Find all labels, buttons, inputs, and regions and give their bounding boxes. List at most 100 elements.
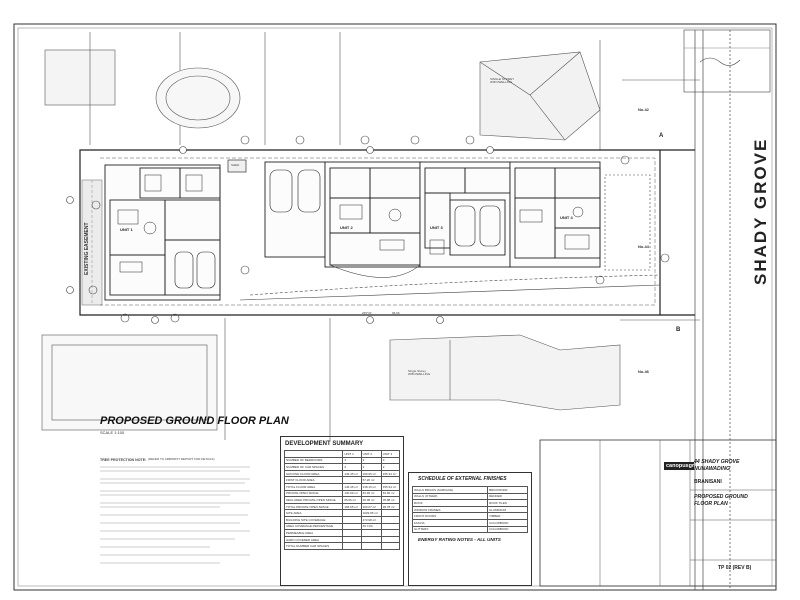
bottom-bearing: 265°01' (362, 311, 373, 315)
table-cell: 3 (342, 456, 362, 465)
table-cell (342, 522, 362, 531)
lot-number-44: No.44 (638, 244, 649, 249)
table-cell: BRICKWORK (487, 486, 528, 494)
unit-4-plan (509, 161, 601, 268)
table-row: BUILDING SITE COVERAGE 473.98 m² (283, 515, 401, 524)
marker-a: A (659, 133, 664, 139)
marker-b: B (676, 327, 681, 333)
table-cell: NUMBER OF BEDROOMS (283, 456, 344, 465)
site-boundary (79, 149, 695, 316)
table-cell: 155.34 m² (380, 482, 401, 491)
table-row: WALLS (OTHER)RENDER (411, 492, 528, 501)
development-summary-box (280, 436, 404, 586)
unit-1-plan (104, 164, 221, 301)
street-name: SHADY GROVE (751, 137, 770, 285)
table-cell (380, 522, 401, 531)
schedule-box (408, 472, 532, 586)
table-cell (380, 542, 401, 550)
table-cell (342, 509, 362, 517)
schedule-table: WALLS BRICKS (SURFACE)BRICKWORK WALLS (O… (411, 486, 528, 534)
table-cell (360, 542, 382, 550)
table-cell: 146.45 m² (342, 469, 362, 478)
tree-protection-sub: (REFER TO ARBORIST REPORT FOR DETAILS) (148, 457, 215, 461)
table-cell: RENDER (487, 492, 528, 501)
table-cell: WINDOW FRAMES (411, 505, 489, 514)
table-cell: 3 (360, 456, 382, 465)
unit-3-plan (419, 161, 511, 268)
lot-number-42: No.42 (638, 107, 649, 112)
table-cell: PRIVATE OPEN SPACE (283, 489, 344, 498)
table-cell: WALLS BRICKS (SURFACE) (411, 486, 489, 494)
table-cell (380, 509, 401, 517)
table-cell (342, 542, 362, 550)
table-cell: 2 (380, 463, 401, 471)
neighbour-boundaries-bottom (41, 318, 700, 440)
development-summary-heading: DEVELOPMENT SUMMARY (285, 441, 364, 447)
energy-rating-heading: ENERGY RATING NOTES - ALL UNITS (418, 537, 501, 542)
table-cell: WALLS (OTHER) (411, 492, 489, 501)
table-cell: BUILDING SITE COVERAGE (283, 515, 344, 524)
tree-symbols (88, 135, 670, 323)
drawing-title-2: FLOOR PLAN (694, 501, 728, 507)
client-name: BRANISANI (694, 479, 722, 485)
bottom-distance: 68.96 (392, 311, 400, 315)
shed-label: SHED (231, 163, 240, 167)
table-cell: SECLUDED PRIVATE OPEN SPACE (283, 496, 344, 504)
table-cell: 160.95 m² (360, 469, 382, 478)
table-cell: AREA COVERAGE PERCENTAGE (283, 522, 344, 531)
table-cell (342, 529, 362, 537)
table-cell: GROUND FLOOR AREA (283, 469, 344, 478)
unit-4-label: UNIT 4 (560, 215, 573, 220)
table-cell: 3 (380, 456, 401, 465)
table-cell: ROOF TILES (487, 499, 528, 507)
table-cell: 196.65 m² (342, 502, 362, 511)
table-cell: FIRST FLOOR AREA (283, 476, 344, 484)
unit-3-label: UNIT 3 (430, 225, 443, 230)
driveway (239, 174, 661, 301)
table-cell: 63.90 m² (380, 489, 401, 498)
plan-scale: SCALE 1:100 (100, 430, 125, 435)
table-cell: 36.08 m² (360, 496, 382, 504)
unit-2-label: UNIT 2 (340, 225, 353, 230)
table-cell: 63.99 m² (360, 489, 382, 498)
neighbour-top-label: SINGLE STOREY W/B DWELLING (490, 77, 515, 85)
table-cell (380, 476, 401, 484)
table-header-cell (283, 450, 344, 458)
lot-number-46: No.46 (638, 369, 649, 374)
table-row: AREA COVERAGE PERCENTAGE 46.71% (283, 522, 401, 531)
table-cell: HARD COVERED AREA (283, 535, 344, 544)
table-cell: SITE AREA (283, 509, 344, 517)
table-row: TOTAL NUMBER CAR SPACES (283, 542, 401, 550)
easement-label: EXISTING EASEMENT (84, 222, 90, 275)
table-row: WALLS BRICKS (SURFACE)BRICKWORK (411, 486, 528, 494)
table-header-cell: UNIT 1 (342, 450, 362, 458)
table-cell: PERMEABLE AREA (283, 529, 344, 537)
company-logo: canopusgroup (664, 462, 694, 470)
tree-protection-heading: TREE PROTECTION NOTE: (100, 458, 147, 462)
table-cell: 46.71% (360, 522, 382, 531)
table-cell (342, 535, 362, 544)
drawing-title-1: PROPOSED GROUND (694, 494, 748, 500)
table-header-row: UNIT 1 UNIT 2 UNIT 3 (283, 450, 401, 458)
table-cell: ALUMINIUM (487, 505, 528, 514)
table-cell: 473.98 m² (360, 515, 382, 524)
table-header-cell: UNIT 3 (380, 450, 401, 458)
neighbour-boundaries-top (44, 32, 700, 150)
table-cell: TIMBER (487, 512, 528, 520)
plan-title: PROPOSED GROUND FLOOR PLAN (100, 415, 289, 427)
table-cell: TOTAL NUMBER CAR SPACES (283, 542, 344, 550)
table-row: HARD COVERED AREA (283, 535, 401, 544)
marker-circles (66, 146, 494, 324)
